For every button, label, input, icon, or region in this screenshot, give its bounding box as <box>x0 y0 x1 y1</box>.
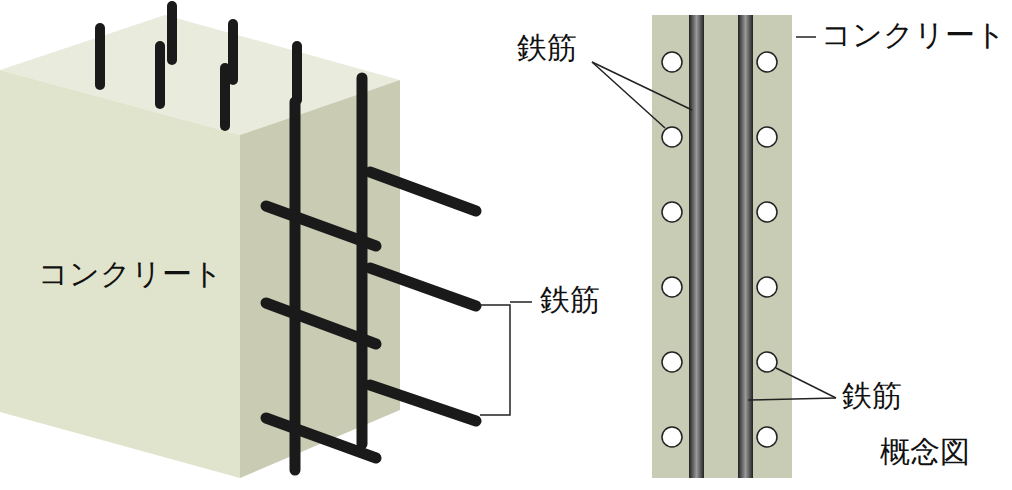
rebar-vertical <box>295 78 362 470</box>
rebar-circle <box>757 202 777 222</box>
rebar-circles <box>662 52 777 447</box>
concrete-section <box>652 15 792 478</box>
leader-lines <box>592 37 836 400</box>
rebar-horizontal <box>266 206 376 458</box>
rebar-section <box>689 15 704 478</box>
rebar-circle <box>757 52 777 72</box>
rebar-circle <box>757 127 777 147</box>
block-side <box>240 80 400 478</box>
leader-bracket <box>480 305 510 415</box>
rebar-circle <box>757 352 777 372</box>
block-front <box>0 70 240 478</box>
part-label: コンクリート <box>38 256 223 292</box>
rebar-circle <box>662 277 682 297</box>
rebar-circle <box>757 427 777 447</box>
part-label: コンクリート <box>821 17 1006 53</box>
part-label: 鉄筋 <box>540 282 600 318</box>
rebar-circle <box>662 52 682 72</box>
figure-caption: 概念図 <box>880 434 970 470</box>
rebar-circle <box>757 277 777 297</box>
rebar-circle <box>662 427 682 447</box>
rebar-circle <box>662 202 682 222</box>
rebar-horizontal <box>370 172 476 421</box>
rebar-section <box>738 15 753 478</box>
rebar-circle <box>662 127 682 147</box>
part-label: 鉄筋 <box>517 30 577 66</box>
rebar-circle <box>662 352 682 372</box>
rebar-stubs <box>100 6 297 126</box>
leader-line <box>510 301 532 303</box>
part-label: 鉄筋 <box>842 378 902 414</box>
